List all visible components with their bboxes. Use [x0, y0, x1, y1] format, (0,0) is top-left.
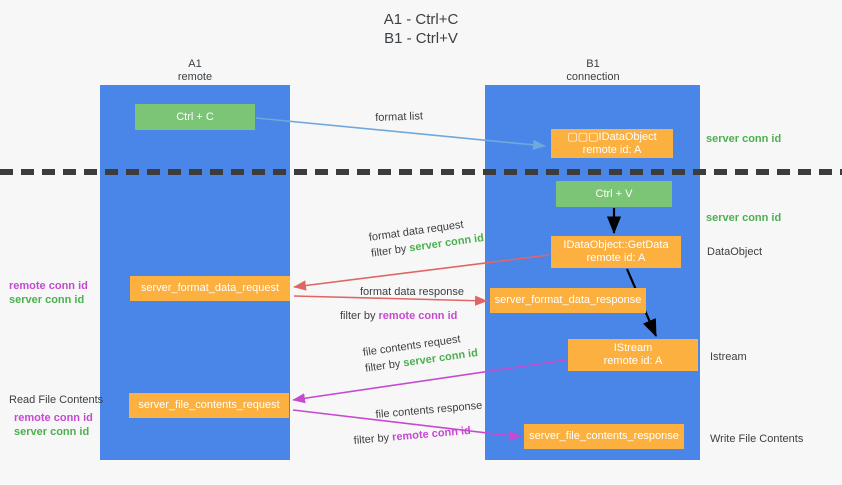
edge-label-fdresp-token: remote conn id	[378, 310, 458, 322]
edge-label-file-contents-response-line2: filter by remote conn id	[353, 423, 485, 449]
conn-id-stack-middle: remote conn id server conn id	[9, 279, 88, 307]
node-istream[interactable]: IStream remote id: A	[568, 339, 698, 371]
edge-label-fcr-prefix: filter by	[364, 357, 405, 375]
edge-label-fdresp-prefix: filter by	[340, 310, 379, 322]
label-server-conn-id-top: server conn id	[706, 133, 782, 145]
column-header-a1-sub: remote	[177, 71, 213, 83]
label-server-conn-id-mid: server conn id	[706, 212, 782, 224]
node-ctrl-c-label: Ctrl + C	[176, 110, 214, 123]
label-read-file-contents: Read File Contents	[9, 394, 104, 406]
edge-label-file-contents-response-line1: file contents response	[375, 399, 483, 421]
edge-label-fcresp-prefix: filter by	[353, 431, 393, 447]
edge-label-fdr-prefix: filter by	[370, 242, 411, 260]
node-istream-label: IStream	[613, 342, 653, 354]
node-getdata-sub: remote id: A	[586, 252, 646, 264]
node-istream-sub: remote id: A	[603, 355, 663, 367]
label-istream: Istream	[710, 351, 747, 363]
node-idataobject-label: ▢▢▢IDataObject	[567, 130, 657, 143]
label-server-conn-id-stack-mid: server conn id	[9, 294, 85, 306]
node-server-file-contents-request-label: server_file_contents_request	[138, 399, 280, 411]
node-server-file-contents-request[interactable]: server_file_contents_request	[129, 393, 289, 418]
node-server-format-data-request[interactable]: server_format_data_request	[130, 276, 290, 301]
node-getdata-label: IDataObject::GetData	[563, 239, 669, 251]
column-header-a1-name: A1	[188, 58, 202, 70]
edge-label-file-contents-response: file contents response filter by remote …	[353, 399, 485, 447]
conn-id-stack-lower: remote conn id server conn id	[14, 411, 93, 439]
node-idataobject-sub: remote id: A	[582, 143, 642, 156]
node-server-file-contents-response[interactable]: server_file_contents_response	[524, 424, 684, 449]
phase-divider	[0, 169, 842, 175]
label-server-conn-id-stack-low: server conn id	[14, 426, 90, 438]
node-ctrl-c[interactable]: Ctrl + C	[135, 104, 255, 130]
title-line-1: A1 - Ctrl+C	[383, 11, 459, 28]
node-ctrl-v-label: Ctrl + V	[595, 187, 633, 200]
edge-label-format-data-response-line2: filter by remote conn id	[340, 309, 464, 324]
node-server-file-contents-response-label: server_file_contents_response	[529, 430, 679, 442]
column-header-a1: A1 remote	[130, 58, 260, 84]
node-server-format-data-response[interactable]: server_format_data_response	[490, 288, 646, 313]
node-idataobject[interactable]: ▢▢▢IDataObject remote id: A	[551, 129, 673, 158]
node-idataobject-getdata[interactable]: IDataObject::GetData remote id: A	[551, 236, 681, 268]
edge-label-file-contents-request: file contents request filter by server c…	[362, 330, 479, 377]
edge-label-format-data-response: format data response filter by remote co…	[340, 285, 464, 324]
label-dataobject: DataObject	[707, 246, 763, 258]
node-server-format-data-request-label: server_format_data_request	[140, 282, 280, 294]
title-line-2: B1 - Ctrl+V	[384, 30, 458, 47]
column-header-b1-name: B1	[586, 58, 600, 70]
label-write-file-contents: Write File Contents	[710, 433, 804, 445]
edge-label-format-data-response-line1: format data response	[360, 286, 464, 298]
edge-label-fcresp-token: remote conn id	[391, 424, 472, 444]
edge-label-format-data-request: format data request filter by server con…	[368, 215, 485, 262]
node-server-format-data-response-label: server_format_data_response	[494, 294, 642, 306]
label-remote-conn-id-mid: remote conn id	[9, 280, 88, 292]
column-header-b1: B1 connection	[528, 58, 658, 84]
edge-label-format-list-text: format list	[375, 110, 424, 124]
column-header-b1-sub: connection	[566, 71, 620, 83]
node-ctrl-v[interactable]: Ctrl + V	[556, 181, 672, 207]
edge-label-format-list: format list	[375, 109, 423, 126]
label-remote-conn-id-low: remote conn id	[14, 412, 93, 424]
page-title: A1 - Ctrl+C B1 - Ctrl+V	[0, 10, 842, 48]
